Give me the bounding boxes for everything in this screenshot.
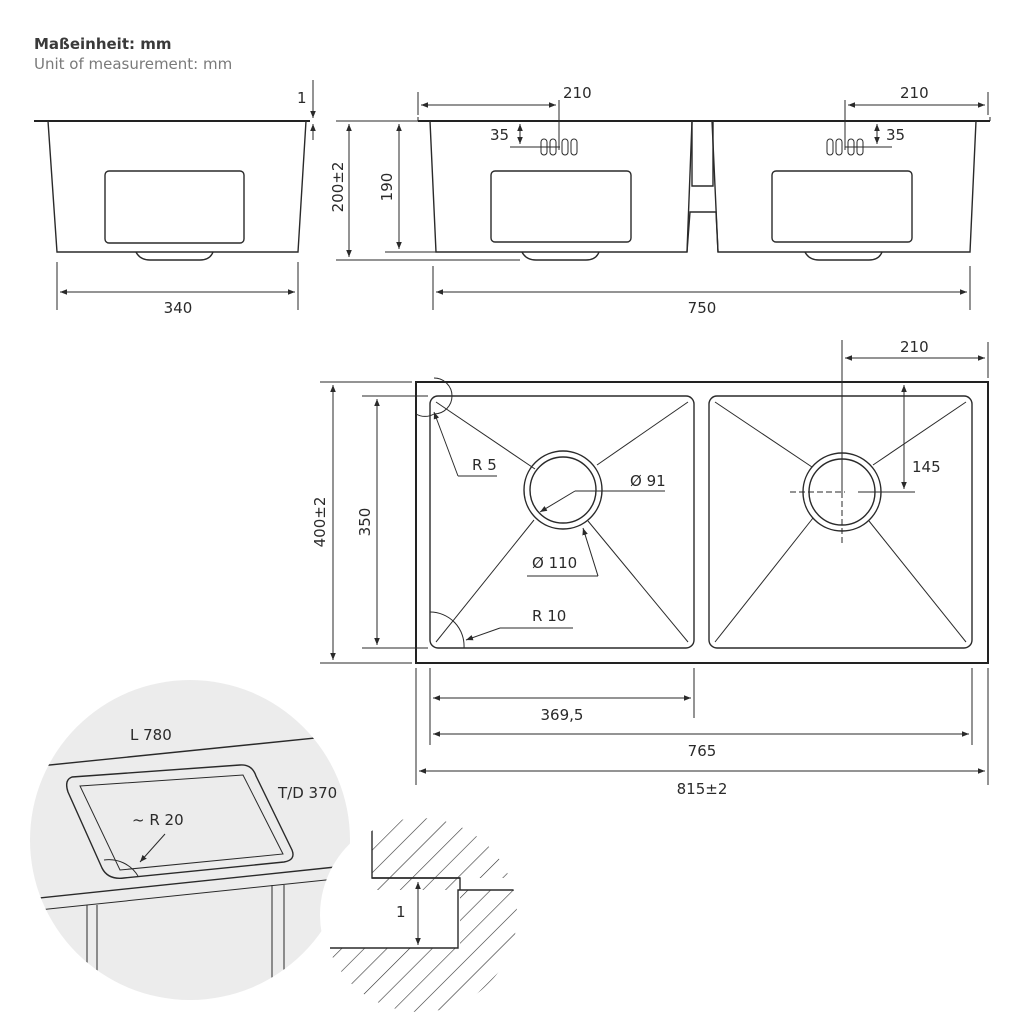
- unit-label-en: Unit of measurement: mm: [34, 55, 233, 73]
- detail-rim-thickness-label: 1: [396, 903, 406, 921]
- top-inner-depth-label: 350: [356, 508, 374, 537]
- front-inner-height-label: 190: [378, 173, 396, 202]
- front-width-label: 750: [688, 299, 717, 317]
- side-view: 1 340: [34, 80, 316, 317]
- top-view: R 5 R 10 Ø 91 Ø 110 210 145 400±2 350: [311, 338, 989, 798]
- front-right-cutout: [771, 170, 913, 243]
- front-tap-holes-left: [510, 100, 578, 156]
- front-tap-offset-right-label: 35: [886, 126, 905, 144]
- top-left-drain-outer: [523, 450, 603, 530]
- side-cutout: [104, 170, 245, 244]
- front-left-bowl: [429, 120, 693, 253]
- unit-legend: Maßeinheit: mm Unit of measurement: mm: [34, 34, 232, 74]
- detail-length-label: L 780: [130, 726, 172, 744]
- front-total-height-label: 200±2: [329, 162, 347, 213]
- top-tap-depth-label: 145: [912, 458, 941, 476]
- top-left-bowl: [429, 395, 695, 649]
- top-radius-outer-label: R 5: [472, 456, 497, 474]
- detail-cutout: L 780 T/D 370 ~ R 20: [30, 680, 350, 1000]
- front-view: 210 210 35 35 200±2 190 750: [329, 84, 991, 317]
- detail-cutout-background: [30, 680, 350, 1000]
- front-tap-offset-left-label: 35: [490, 126, 509, 144]
- front-right-drain: [804, 251, 883, 261]
- detail-rim: 1: [320, 815, 520, 1015]
- front-divider-bottom: [686, 211, 719, 253]
- detail-depth-label: T/D 370: [277, 784, 337, 802]
- top-right-bowl: [708, 395, 973, 649]
- front-left-cutout: [490, 170, 632, 243]
- detail-rim-bottom-block: [330, 890, 517, 1012]
- detail-radius-label: ~ R 20: [132, 811, 184, 829]
- top-bowl-width-label: 369,5: [541, 706, 584, 724]
- top-outer-depth-label: 400±2: [311, 497, 329, 548]
- top-outer-rim: [415, 381, 989, 664]
- side-width-label: 340: [164, 299, 193, 317]
- top-tap-offset-label: 210: [900, 338, 929, 356]
- front-divider-top: [691, 121, 714, 187]
- top-radius-inner-label: R 10: [532, 607, 566, 625]
- front-left-drain: [521, 251, 600, 261]
- front-tap-right-label: 210: [900, 84, 929, 102]
- unit-label-de: Maßeinheit: mm: [34, 35, 172, 53]
- top-outer-width-label: 815±2: [677, 780, 728, 798]
- top-drain-inner-label: Ø 91: [630, 472, 666, 490]
- front-tap-left-label: 210: [563, 84, 592, 102]
- side-bowl-outline: [47, 120, 307, 253]
- side-thickness-label: 1: [297, 89, 307, 107]
- top-drain-outer-label: Ø 110: [532, 554, 577, 572]
- front-right-bowl: [711, 120, 977, 253]
- top-inner-width-label: 765: [688, 742, 717, 760]
- front-tap-holes-right: [826, 100, 892, 156]
- detail-cutout-shape: [65, 764, 294, 879]
- side-drain: [135, 251, 214, 261]
- top-left-drain-inner: [529, 456, 597, 524]
